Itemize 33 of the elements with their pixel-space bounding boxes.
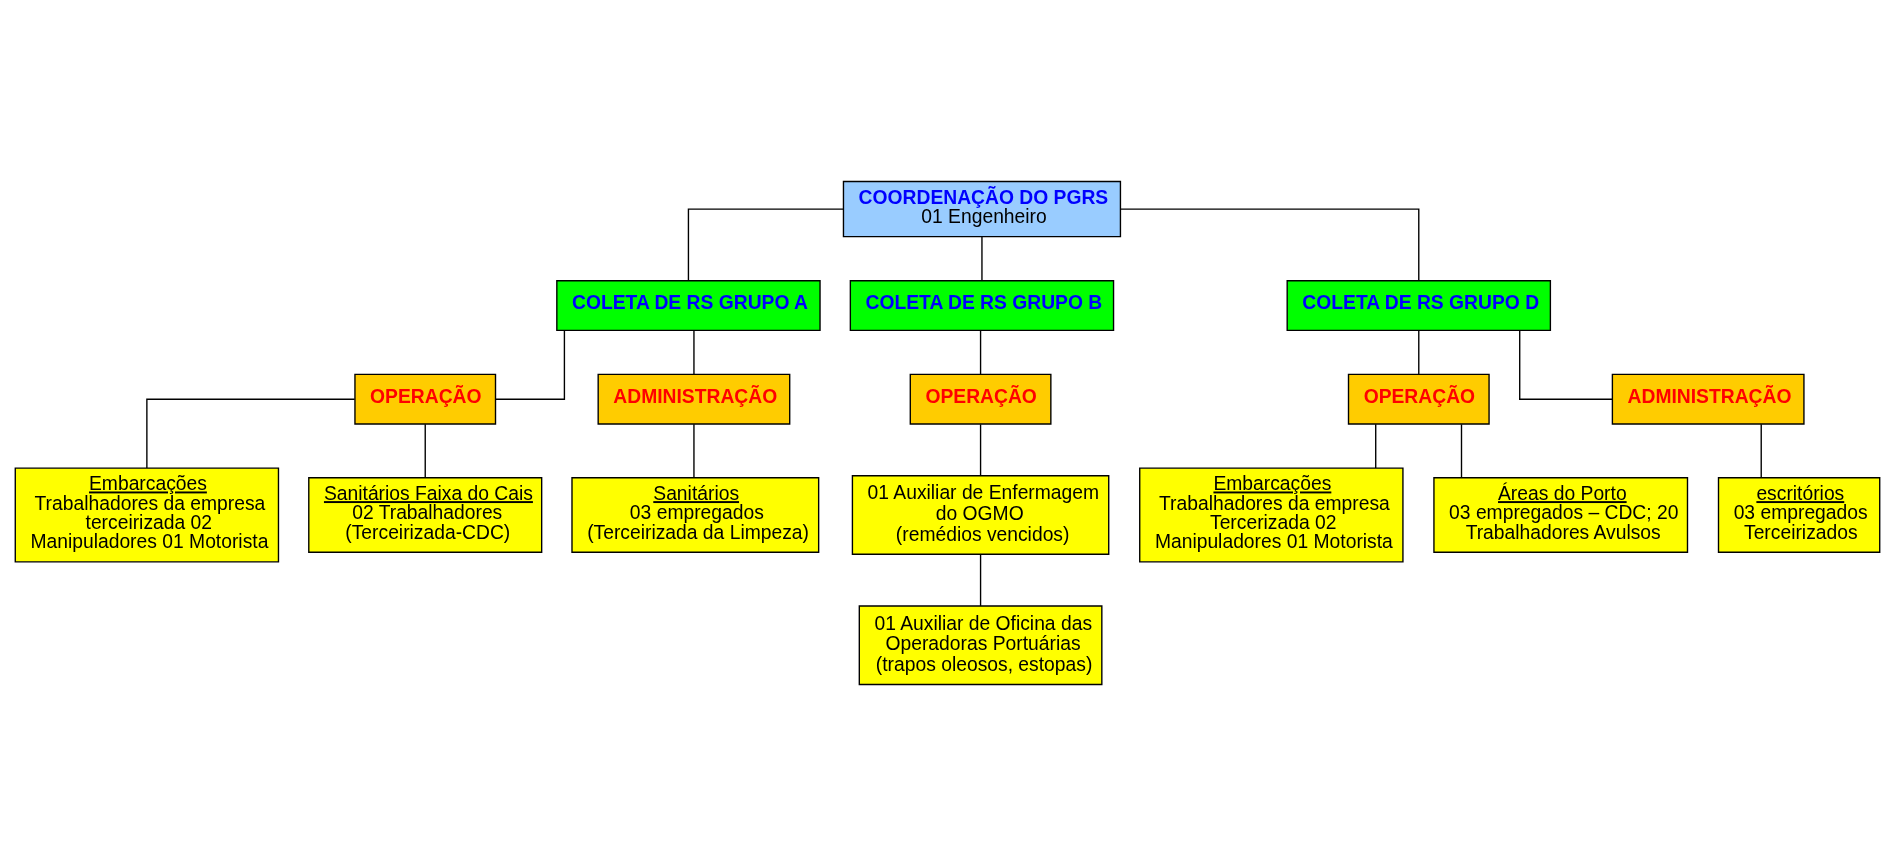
node-box: OPERAÇÃO — [1347, 373, 1490, 425]
node-box: 01 Auxiliar de Oficina das Operadoras Portuárias (trapos oleosos, estopas) — [858, 604, 1103, 685]
node-box: ADMINISTRAÇÃO — [597, 373, 791, 425]
node-box: Sanitários Faixa do Cais 02 Trabalhadores (Terceirizada-CDC) — [308, 476, 543, 553]
node-box: Embarcações Trabalhadores da empresa Tercerizada 02 Manipuladores 01 Motorista — [1139, 466, 1404, 563]
node-box: escritórios 03 empregados Terceirizados — [1717, 476, 1881, 553]
connector — [1519, 329, 1613, 400]
node-box: OPERAÇÃO — [354, 373, 497, 425]
node-box: COLETA DE RS GRUPO D — [1286, 279, 1552, 331]
connector — [424, 423, 426, 478]
connector — [693, 423, 695, 478]
connector — [693, 329, 695, 375]
connector — [979, 423, 982, 476]
connector — [979, 329, 982, 375]
connector — [979, 553, 982, 607]
connector — [1418, 329, 1420, 375]
node-box: COLETA DE RS GRUPO B — [849, 279, 1115, 331]
node-box: COLETA DE RS GRUPO A — [556, 279, 821, 331]
node-box: Áreas do Porto 03 empregados – CDC; 20 Trabalhadores Avulsos — [1433, 476, 1689, 553]
node-box: OPERAÇÃO — [909, 373, 1052, 425]
connector — [687, 207, 845, 281]
connector — [981, 235, 983, 281]
node-box: Embarcações Trabalhadores da empresa terceirizada 02 Manipuladores 01 Motorista — [14, 466, 280, 563]
connector — [1375, 423, 1377, 469]
connector — [1120, 207, 1420, 281]
node-box: ADMINISTRAÇÃO — [1611, 373, 1805, 425]
node-box: COORDENAÇÃO DO PGRS 01 Engenheiro — [842, 180, 1122, 237]
node-box: 01 Auxiliar de Enfermagem do OGMO (remédios vencidos) — [851, 474, 1110, 555]
connector — [1760, 423, 1762, 478]
connector — [146, 398, 356, 469]
node-box: Sanitários 03 empregados (Terceirizada da Limpeza) — [571, 476, 820, 553]
connector — [1460, 423, 1463, 478]
connector — [494, 329, 566, 400]
